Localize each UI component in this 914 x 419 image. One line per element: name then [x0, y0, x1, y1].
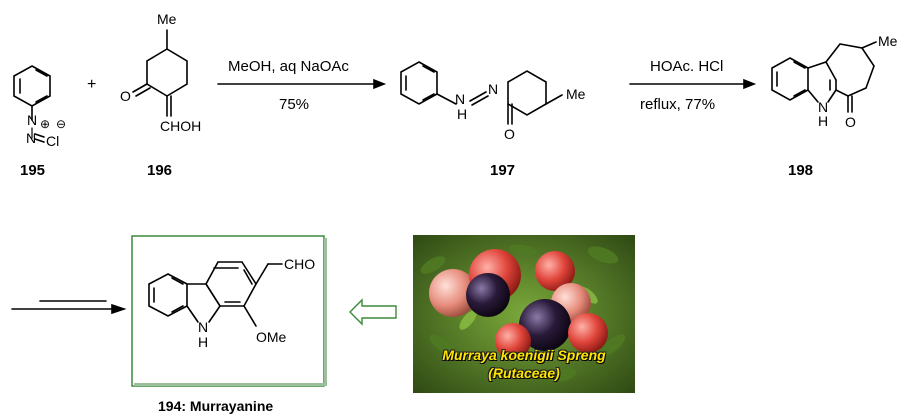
structure-197	[400, 61, 563, 125]
label-197-n2: N	[488, 81, 498, 97]
step2-conditions: reflux, 77%	[640, 96, 716, 113]
compound-label-195: 195	[20, 162, 46, 179]
label-197-n1: N	[455, 91, 465, 107]
label-195-N1: N	[27, 112, 37, 128]
step1-yield: 75%	[279, 96, 310, 113]
charge-minus: ⊖	[56, 117, 66, 131]
plus-sign: +	[87, 76, 96, 93]
photo-caption-family: (Rutaceae)	[488, 365, 560, 381]
label-194-n: N	[198, 319, 208, 335]
compound-label-194: 194: Murrayanine	[158, 398, 274, 414]
hollow-arrow	[349, 298, 397, 326]
compound-label-196: 196	[147, 162, 173, 179]
structure-195	[13, 65, 51, 143]
label-194-ome: OMe	[256, 329, 287, 345]
label-198-h: H	[818, 113, 828, 129]
charge-plus: ⊕	[40, 117, 50, 131]
fruit-photo-art	[413, 235, 635, 393]
label-194-h: H	[198, 334, 208, 350]
step2-reagents: HOAc. HCl	[650, 58, 724, 75]
murraya-koenigii-photo: Murraya koenigii Spreng (Rutaceae)	[413, 235, 635, 393]
label-196-choh: CHOH	[160, 118, 201, 134]
multistep-arrow	[11, 300, 127, 315]
structure-196	[132, 29, 188, 117]
label-194-cho: CHO	[284, 256, 315, 272]
structure-198	[771, 41, 877, 113]
label-196-me: Me	[157, 11, 177, 27]
label-196-o: O	[120, 88, 131, 104]
label-198-me: Me	[878, 33, 898, 49]
label-195-cl: Cl	[46, 133, 59, 149]
label-197-me: Me	[566, 86, 586, 102]
label-198-n: N	[818, 99, 828, 115]
label-197-o: O	[504, 126, 515, 142]
label-198-o: O	[845, 114, 856, 130]
reaction-arrow-1	[217, 78, 387, 90]
label-195-N2: N	[26, 130, 36, 146]
step1-reagents: MeOH, aq NaOAc	[228, 58, 349, 75]
label-197-h: H	[457, 106, 467, 122]
compound-label-198: 198	[788, 162, 814, 179]
photo-caption-species: Murraya koenigii Spreng	[442, 347, 606, 363]
structure-194	[148, 261, 283, 327]
compound-label-197: 197	[490, 162, 516, 179]
reaction-arrow-2	[629, 78, 757, 90]
